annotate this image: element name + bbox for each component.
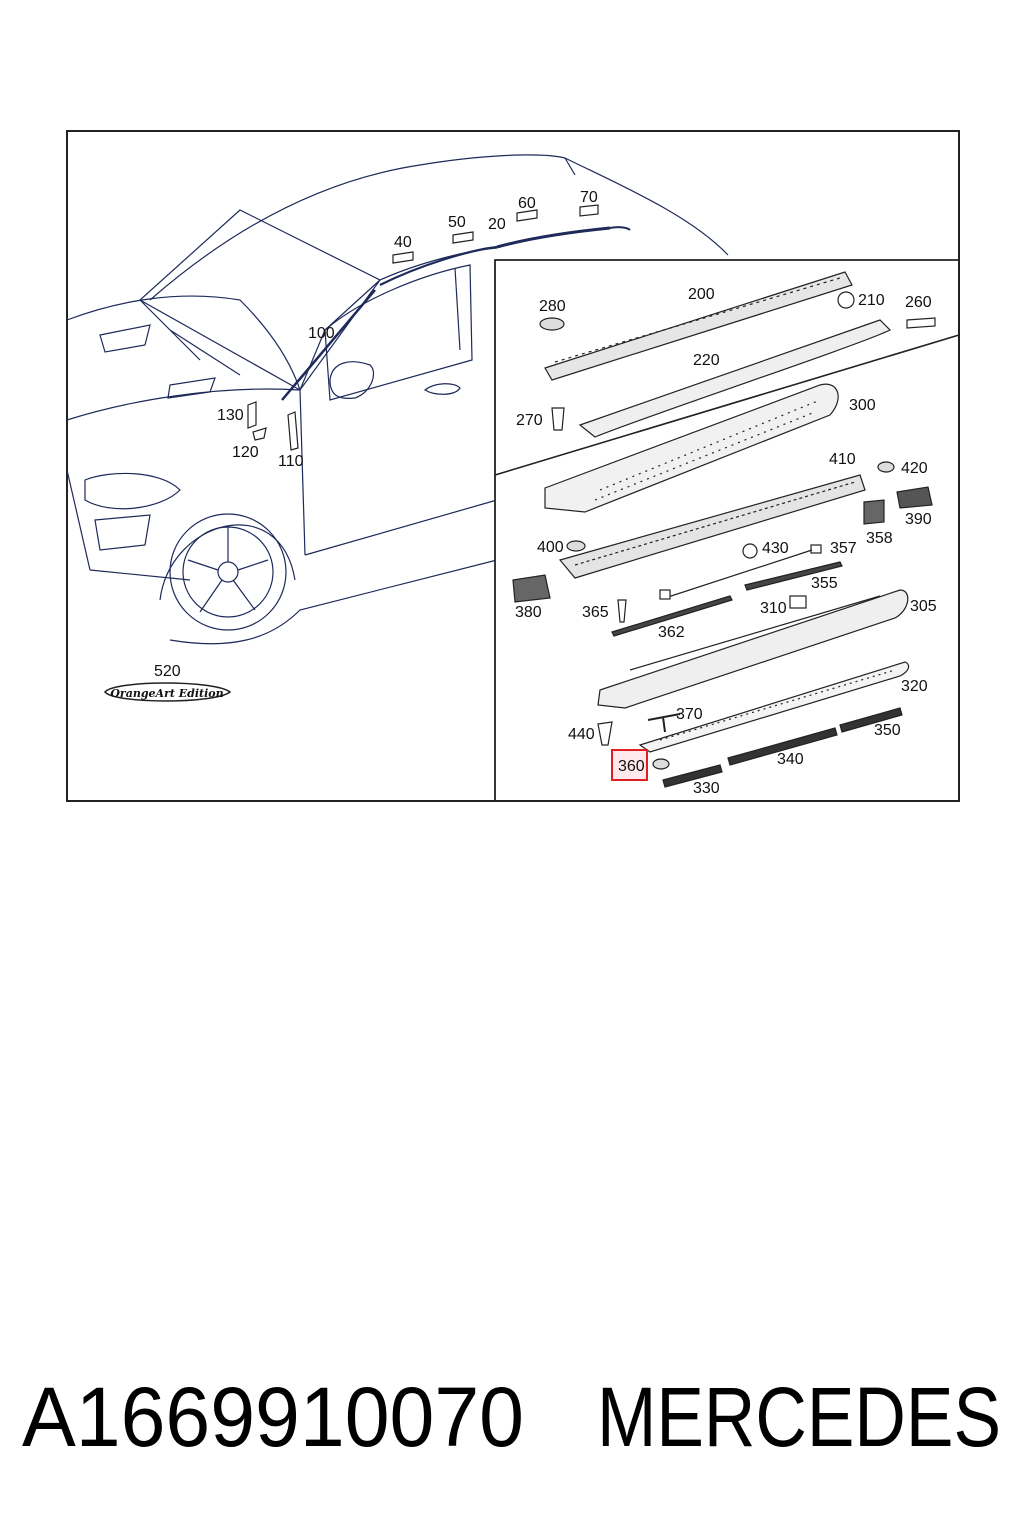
label-390: 390: [905, 511, 932, 528]
label-357: 357: [830, 540, 857, 557]
label-300: 300: [849, 397, 876, 414]
label-365: 365: [582, 604, 609, 621]
badge-520: OrangeArt Edition: [104, 682, 232, 702]
label-60: 60: [518, 195, 536, 212]
label-210: 210: [858, 292, 885, 309]
label-420: 420: [901, 460, 928, 477]
label-130: 130: [217, 407, 244, 424]
label-440: 440: [568, 726, 595, 743]
label-320: 320: [901, 678, 928, 695]
label-120: 120: [232, 444, 259, 461]
label-362: 362: [658, 624, 685, 641]
brand-name: MERCEDES: [597, 1370, 1001, 1464]
badge-text: OrangeArt Edition: [110, 687, 223, 700]
label-380: 380: [515, 604, 542, 621]
label-200: 200: [688, 286, 715, 303]
label-520: 520: [154, 663, 181, 680]
label-70: 70: [580, 189, 598, 206]
label-20: 20: [488, 216, 506, 233]
label-360: 360: [618, 758, 645, 775]
label-370: 370: [676, 706, 703, 723]
label-110: 110: [278, 453, 304, 470]
label-40: 40: [394, 234, 412, 251]
label-410: 410: [829, 451, 856, 468]
part-number: A1669910070: [22, 1370, 524, 1464]
label-100: 100: [308, 325, 335, 342]
label-50: 50: [448, 214, 466, 231]
car-illustration: [66, 154, 729, 645]
roof-clips: [247, 204, 599, 451]
label-260: 260: [905, 294, 932, 311]
label-280: 280: [539, 298, 566, 315]
label-400: 400: [537, 539, 564, 556]
label-355: 355: [811, 575, 838, 592]
part-labels: 20 40 50 60 70 100 110 120 130 200 210 2…: [154, 189, 937, 797]
label-270: 270: [516, 412, 543, 429]
label-330: 330: [693, 780, 720, 797]
part-shapes: [512, 271, 936, 788]
label-430: 430: [762, 540, 789, 557]
highlight-360[interactable]: 360: [611, 749, 648, 781]
label-305: 305: [910, 598, 937, 615]
label-340: 340: [777, 751, 804, 768]
label-220: 220: [693, 352, 720, 369]
highlight-box: [611, 749, 648, 781]
label-310: 310: [760, 600, 787, 617]
label-350: 350: [874, 722, 901, 739]
label-358: 358: [866, 530, 893, 547]
